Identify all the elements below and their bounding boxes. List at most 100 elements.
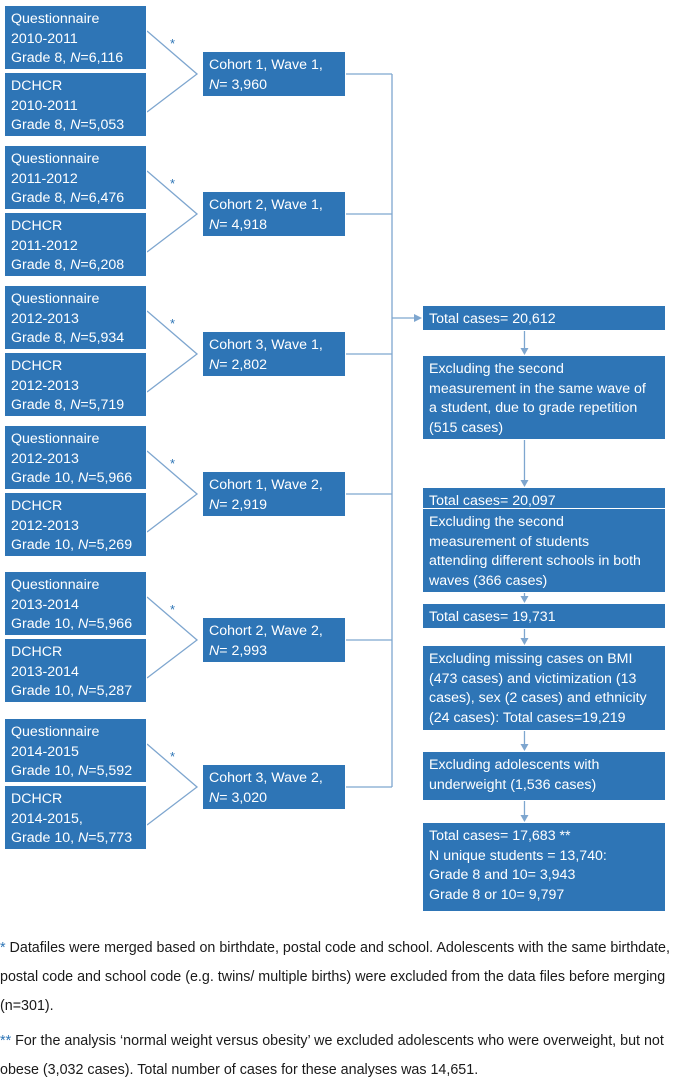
final-total-box: Total cases= 17,683 **N unique students … [422, 822, 666, 912]
merge-bracket [146, 450, 199, 533]
questionnaire-title: Questionnaire [11, 431, 100, 447]
n-value: =5,592 [88, 763, 133, 779]
n-value: =5,773 [88, 830, 133, 846]
n-value: = 2,993 [219, 642, 267, 659]
text-span: Grade 10, [11, 537, 79, 553]
flow-line: Total cases= 20,097 [429, 493, 556, 509]
flow-line: (515 cases) [429, 419, 504, 436]
n-symbol: N [209, 356, 220, 373]
flow-line: Excluding adolescents with [429, 757, 600, 773]
footnote-marker: * [0, 940, 6, 956]
merge-bracket [146, 310, 199, 393]
merge-asterisk: * [170, 36, 176, 51]
n-symbol: N [70, 50, 81, 66]
n-value: =5,269 [88, 537, 133, 553]
arrow-head [520, 815, 529, 822]
arrow-head [520, 480, 529, 487]
n-value: = 3,020 [219, 789, 267, 806]
cohort-label: Cohort 3, Wave 1, [209, 337, 323, 353]
footnote-line: ** For the analysis ‘normal weight versu… [0, 1027, 685, 1056]
cohort-box: Cohort 2, Wave 2,N= 2,993 [202, 617, 346, 663]
text-span: Grade 10, [11, 470, 79, 486]
n-symbol: N [70, 397, 81, 413]
n-symbol: N [78, 616, 89, 632]
cohort-label: Cohort 1, Wave 2, [209, 477, 323, 493]
n-value: =6,476 [80, 190, 125, 206]
dchcr-title: DCHCR [11, 218, 63, 234]
n-symbol: N [70, 190, 81, 206]
cohort-box: Cohort 2, Wave 1,N= 4,918 [202, 191, 346, 237]
cohort-box: Cohort 3, Wave 2,N= 3,020 [202, 764, 346, 810]
dchcr-year: 2014-2015, [11, 810, 83, 827]
arrow-head [520, 744, 529, 751]
flow-line: Total cases= 17,683 ** [429, 828, 571, 844]
text-span: Grade 10, [11, 830, 79, 846]
n-value: = 2,919 [219, 496, 267, 513]
questionnaire-count: Grade 10, N=5,592 [11, 762, 140, 782]
n-symbol: N [78, 537, 89, 553]
merge-asterisk: * [170, 456, 176, 471]
dchcr-count: Grade 8, N=6,208 [11, 256, 140, 276]
questionnaire-title: Questionnaire [11, 291, 100, 307]
n-symbol: N [70, 117, 81, 133]
n-value: =5,287 [88, 683, 133, 699]
flow-line: underweight (1,536 cases) [429, 776, 597, 793]
merge-bracket [146, 596, 199, 679]
questionnaire-title: Questionnaire [11, 724, 100, 740]
questionnaire-count: Grade 8, N=6,476 [11, 189, 140, 209]
exclusion-box: Excluding the second measurement of stude… [422, 508, 666, 593]
n-symbol: N [209, 76, 220, 93]
flow-line: measurement of students [429, 533, 590, 550]
questionnaire-year: 2012-2013 [11, 450, 79, 467]
n-symbol: N [209, 496, 220, 513]
cohort-count: N= 2,919 [209, 496, 339, 516]
questionnaire-title: Questionnaire [11, 151, 100, 167]
cohort-box: Cohort 1, Wave 1,N= 3,960 [202, 51, 346, 97]
text-span: Grade 8, [11, 397, 71, 413]
flow-line: attending different schools in both [429, 553, 641, 569]
footnote-marker: ** [0, 1033, 12, 1049]
flow-line: Excluding the second [429, 361, 564, 377]
flow-line: Excluding missing cases on BMI [429, 651, 633, 667]
dchcr-year: 2012-2013 [11, 377, 79, 394]
dchcr-count: Grade 10, N=5,269 [11, 536, 140, 556]
flow-line: Excluding the second [429, 514, 564, 530]
merge-bracket [146, 170, 199, 253]
questionnaire-year: 2013-2014 [11, 596, 79, 613]
cohort-count: N= 4,918 [209, 216, 339, 236]
dchcr-title: DCHCR [11, 78, 63, 94]
text-span: Grade 8, [11, 117, 71, 133]
dchcr-title: DCHCR [11, 358, 63, 374]
footnote-text: Datafiles were merged based on birthdate… [5, 940, 670, 956]
flow-line: cases), sex (2 cases) and ethnicity [429, 690, 647, 706]
merge-asterisk: * [170, 176, 176, 191]
dchcr-count: Grade 10, N=5,773 [11, 829, 140, 849]
questionnaire-title: Questionnaire [11, 11, 100, 27]
n-symbol: N [70, 257, 81, 273]
questionnaire-year: 2010-2011 [11, 30, 78, 47]
n-symbol: N [78, 830, 89, 846]
flow-line: Grade 8 or 10= 9,797 [429, 886, 565, 903]
exclusion-box: Excluding missing cases on BMI (473 cases… [422, 645, 666, 731]
cohort-box: Cohort 3, Wave 1,N= 2,802 [202, 331, 346, 377]
flow-line: a student, due to grade repetition [429, 400, 638, 416]
dchcr-count: Grade 10, N=5,287 [11, 682, 140, 702]
cohort-label: Cohort 2, Wave 2, [209, 623, 323, 639]
questionnaire-year: 2012-2013 [11, 310, 79, 327]
n-value: =5,934 [80, 330, 125, 346]
dchcr-year: 2012-2013 [11, 517, 79, 534]
merge-asterisk: * [170, 602, 176, 617]
footnote-text: (n=301). [0, 998, 54, 1014]
flow-line: (473 cases) and victimization (13 [429, 670, 637, 687]
questionnaire-count: Grade 10, N=5,966 [11, 615, 140, 635]
dchcr-title: DCHCR [11, 791, 63, 807]
text-span: Grade 8, [11, 330, 71, 346]
